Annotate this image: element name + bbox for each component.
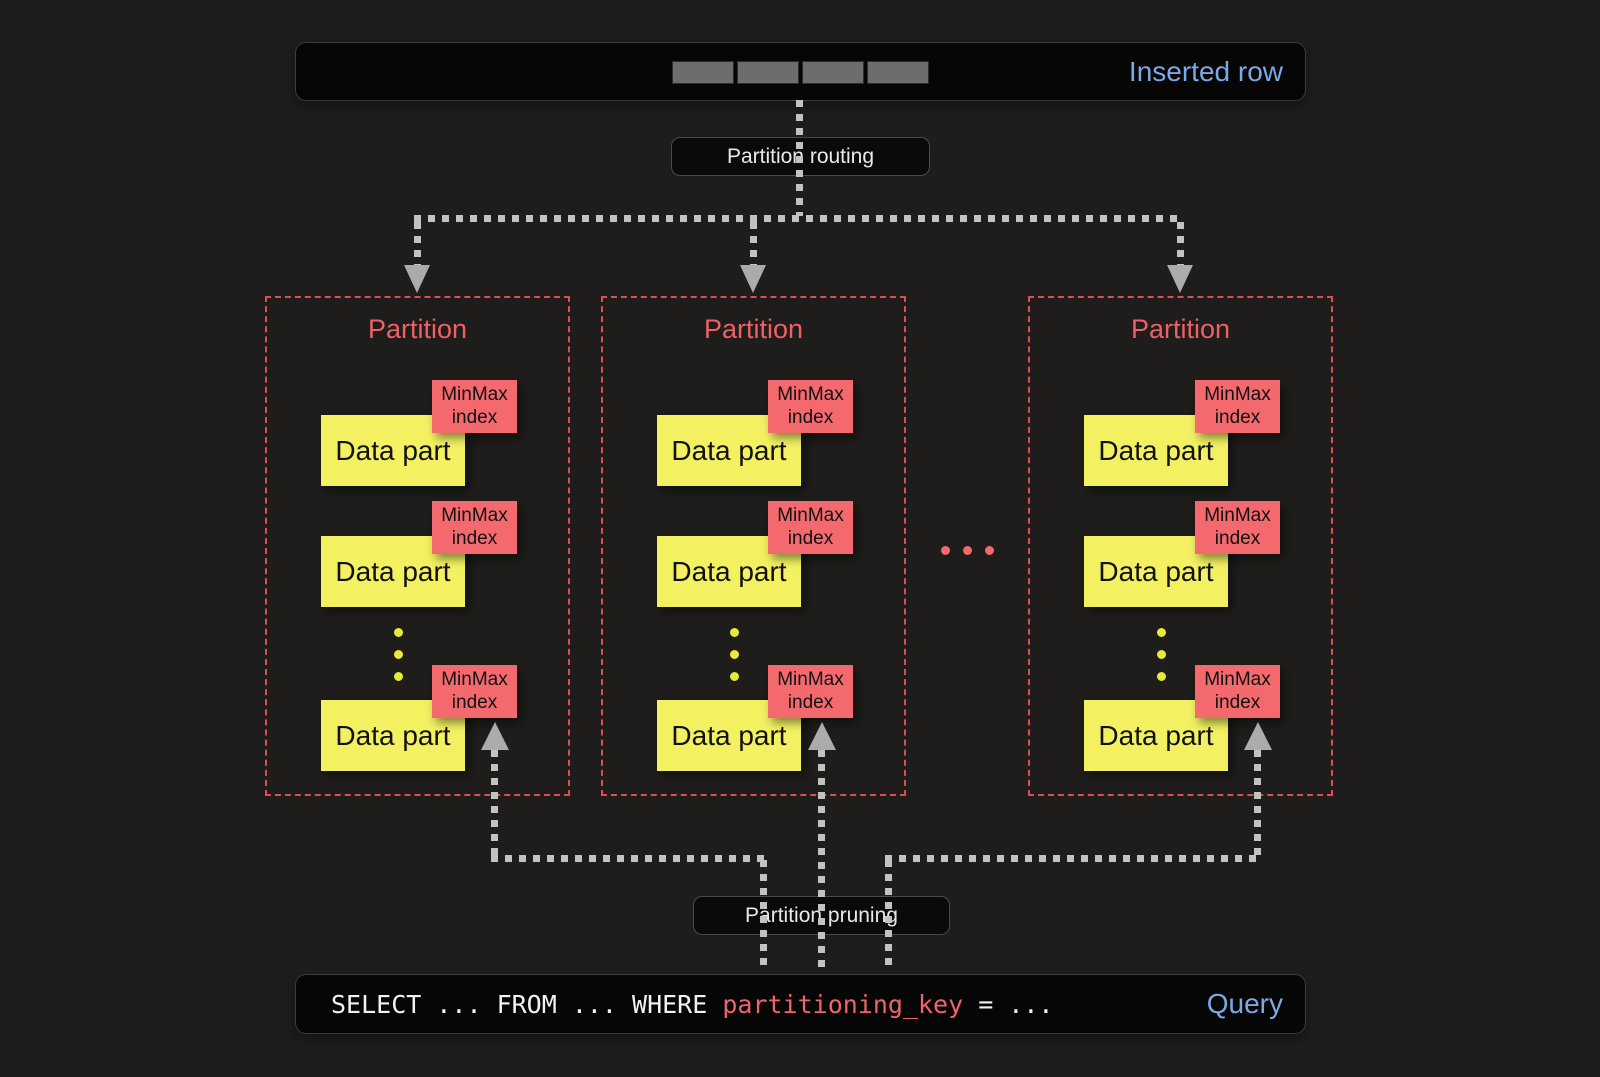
sql-text: SELECT ... FROM ... WHERE partitioning_k… (331, 990, 1053, 1019)
ellipsis-dots-vertical (1157, 628, 1166, 694)
pruning-line-right-drop (885, 860, 892, 972)
partition-box-1: Partition MinMax index Data part MinMax … (265, 296, 570, 796)
arrow-down-icon (404, 265, 430, 293)
partition-box-2: Partition MinMax index Data part MinMax … (601, 296, 906, 796)
pruning-line-right-up (1254, 750, 1261, 857)
row-segments (672, 61, 929, 84)
sql-partitioning-key: partitioning_key (722, 989, 964, 1019)
partition-title: Partition (1130, 314, 1231, 344)
row-segment (737, 61, 799, 84)
data-part-box: Data part (321, 415, 465, 486)
minmax-index-tag: MinMax index (768, 501, 853, 554)
pruning-line-middle (818, 750, 825, 972)
inserted-row-box: Inserted row (295, 42, 1306, 101)
sql-before: SELECT ... FROM ... WHERE (331, 989, 723, 1019)
routing-line-horizontal (414, 215, 1184, 222)
arrow-down-icon (740, 265, 766, 293)
ellipsis-dots-vertical (730, 628, 739, 694)
minmax-index-tag: MinMax index (768, 665, 853, 718)
pruning-line-left-up (491, 750, 498, 857)
minmax-index-tag: MinMax index (432, 501, 517, 554)
routing-drop-right (1177, 222, 1184, 266)
minmax-index-tag: MinMax index (1195, 380, 1280, 433)
routing-drop-left (414, 222, 421, 266)
row-segment (672, 61, 734, 84)
minmax-index-tag: MinMax index (1195, 501, 1280, 554)
data-part-box: Data part (1084, 415, 1228, 486)
ellipsis-dots-horizontal (941, 546, 994, 555)
query-label: Query (1206, 988, 1283, 1019)
ellipsis-dots-vertical (394, 628, 403, 694)
arrow-up-icon (808, 722, 836, 750)
sql-after: = ... (963, 989, 1054, 1019)
partition-title: Partition (703, 314, 804, 344)
pruning-line-left-horizontal (491, 855, 767, 862)
partition-title: Partition (367, 314, 468, 344)
pruning-line-left-drop (760, 860, 767, 972)
minmax-index-tag: MinMax index (432, 380, 517, 433)
row-segment (802, 61, 864, 84)
data-part-box: Data part (1084, 536, 1228, 607)
row-segment (867, 61, 929, 84)
arrow-up-icon (1244, 722, 1272, 750)
pruning-line-right-horizontal (885, 855, 1261, 862)
arrow-up-icon (481, 722, 509, 750)
routing-drop-middle (750, 222, 757, 266)
inserted-row-label: Inserted row (1128, 55, 1283, 87)
routing-line-vertical (796, 100, 803, 216)
minmax-index-tag: MinMax index (432, 665, 517, 718)
query-box: SELECT ... FROM ... WHERE partitioning_k… (295, 974, 1306, 1034)
minmax-index-tag: MinMax index (1195, 665, 1280, 718)
minmax-index-tag: MinMax index (768, 380, 853, 433)
arrow-down-icon (1167, 265, 1193, 293)
partition-box-3: Partition MinMax index Data part MinMax … (1028, 296, 1333, 796)
data-part-box: Data part (321, 536, 465, 607)
